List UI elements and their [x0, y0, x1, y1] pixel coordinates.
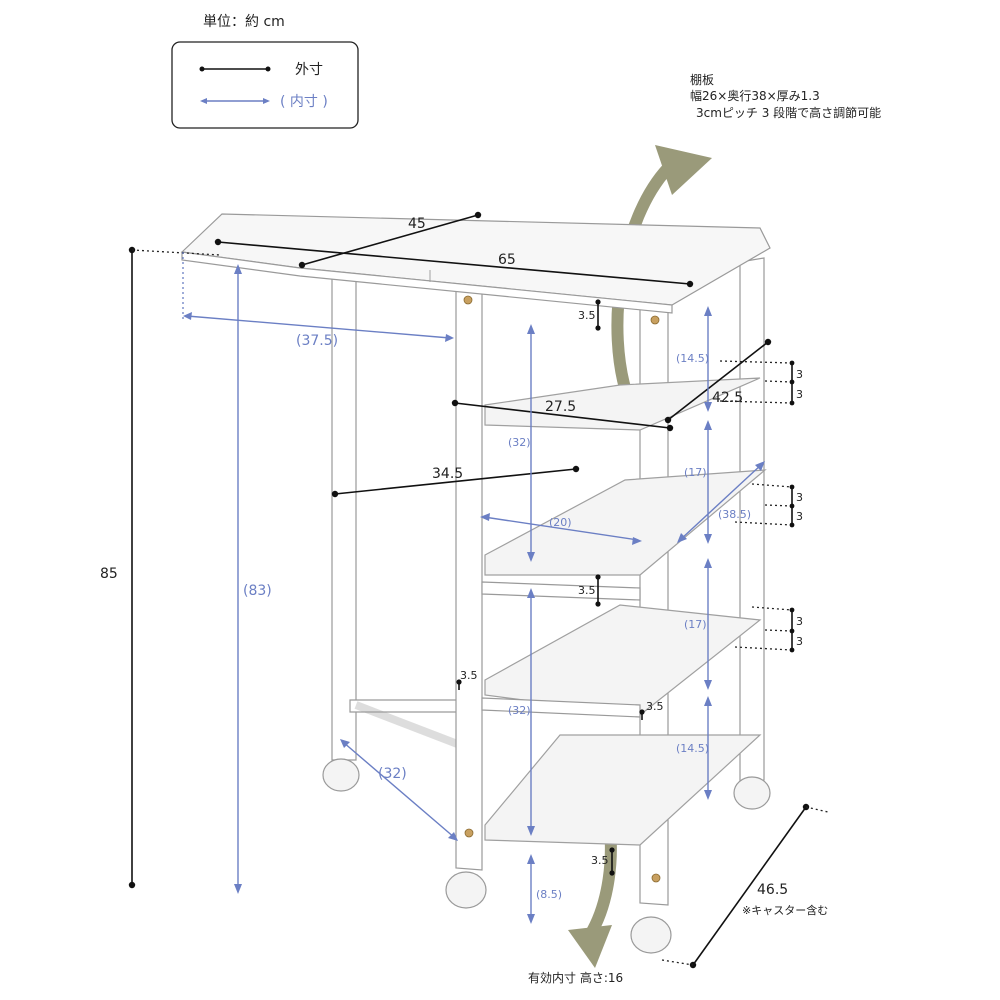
caster-note: ※キャスター含む — [742, 903, 828, 917]
wagon-illustration — [180, 213, 771, 954]
inner-dimensions: (37.5) (83) (32) (32) (20) (32) (8.5) — [182, 252, 765, 924]
dim-total-height: 85 — [100, 566, 118, 582]
dim-body-depth: 42.5 — [712, 390, 743, 406]
dim-right-gap-4: (14.5) — [676, 742, 709, 755]
dim-inner-height: (83) — [243, 583, 272, 599]
dim-shelf-width: 27.5 — [545, 399, 576, 415]
dim-pitch-c1: 3 — [796, 615, 803, 628]
dim-frame-thick-4: 3.5 — [646, 700, 664, 713]
dim-frame-thick-1: 3.5 — [578, 309, 596, 322]
legend-inner-label: ( 内寸 ) — [280, 94, 328, 110]
dim-lower-gap: (32) — [508, 704, 531, 717]
dim-pitch-a2: 3 — [796, 388, 803, 401]
dim-frame-thick-5: 3.5 — [591, 854, 609, 867]
dim-pitch-b1: 3 — [796, 491, 803, 504]
outer-dimensions: 85 45 65 42.5 27.5 34.5 46.5 ※キャスター含 — [100, 211, 828, 969]
dim-leaf-leg-inner: (32) — [378, 766, 407, 782]
legend-outer-dot-left — [199, 66, 205, 72]
dim-shelf-inner-width: (20) — [549, 516, 572, 529]
dim-frame-thick-2: 3.5 — [578, 584, 596, 597]
dim-upper-gap: (32) — [508, 436, 531, 449]
dim-leaf-overhang: 34.5 — [432, 466, 463, 482]
shelf-note-title: 棚板 — [690, 72, 714, 87]
legend-outer-label: 外寸 — [295, 62, 323, 78]
dim-top-width: 65 — [498, 252, 516, 268]
dim-right-gap-1: (14.5) — [676, 352, 709, 365]
dim-top-depth: 45 — [408, 216, 426, 232]
dim-leaf-inner: (37.5) — [296, 333, 338, 349]
dim-pitch-b2: 3 — [796, 510, 803, 523]
dim-base-depth: 46.5 — [757, 882, 788, 898]
dim-shelf-inner-depth: (38.5) — [718, 508, 751, 521]
shelf-note-size: 幅26×奥行38×厚み1.3 — [690, 88, 820, 103]
effective-height-note: 有効内寸 高さ:16 — [528, 970, 623, 985]
dim-pitch-c2: 3 — [796, 635, 803, 648]
dim-right-gap-2: (17) — [684, 466, 707, 479]
legend-inner-arrow-left — [200, 98, 207, 104]
legend-outer-dot-right — [265, 66, 271, 72]
legend-box — [171, 41, 359, 129]
legend-inner-arrow-right — [263, 98, 270, 104]
dim-pitch-a1: 3 — [796, 368, 803, 381]
legend: 外寸 ( 内寸 ) — [171, 41, 359, 129]
shelf-note-pitch: 3cmピッチ 3 段階で高さ調節可能 — [696, 105, 881, 120]
unit-label: 単位：約 cm — [203, 14, 285, 30]
dim-right-gap-3: (17) — [684, 618, 707, 631]
dim-bottom-gap: (8.5) — [536, 888, 562, 901]
dim-frame-thick-3: 3.5 — [460, 669, 478, 682]
